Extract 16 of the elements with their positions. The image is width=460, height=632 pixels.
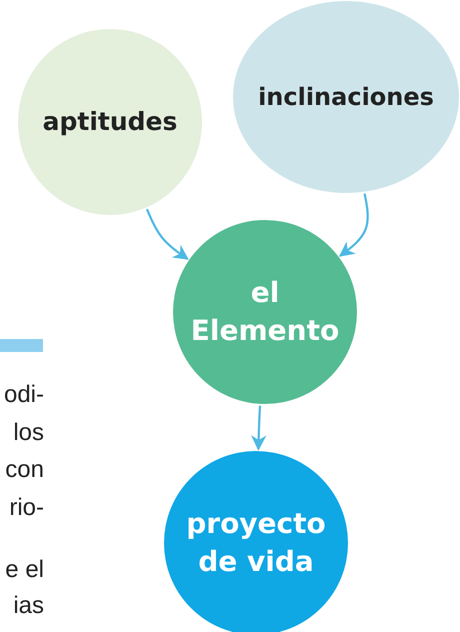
arrow [146,208,189,260]
body-text: ias [13,592,44,620]
node-label: aptitudes [42,106,178,138]
body-text: los [13,419,44,447]
node-label: el Elemento [190,275,340,349]
circle-node [173,220,357,404]
circle-node [233,1,459,193]
body-text: con [5,456,44,484]
arrow [338,193,369,257]
circle-node [18,29,202,215]
node-label: inclinaciones [257,82,435,113]
arrow [251,406,266,451]
node-label: proyecto de vida [185,506,327,580]
body-text: odi- [4,381,44,409]
body-text: e el [5,556,44,584]
body-text: rio- [9,494,44,522]
